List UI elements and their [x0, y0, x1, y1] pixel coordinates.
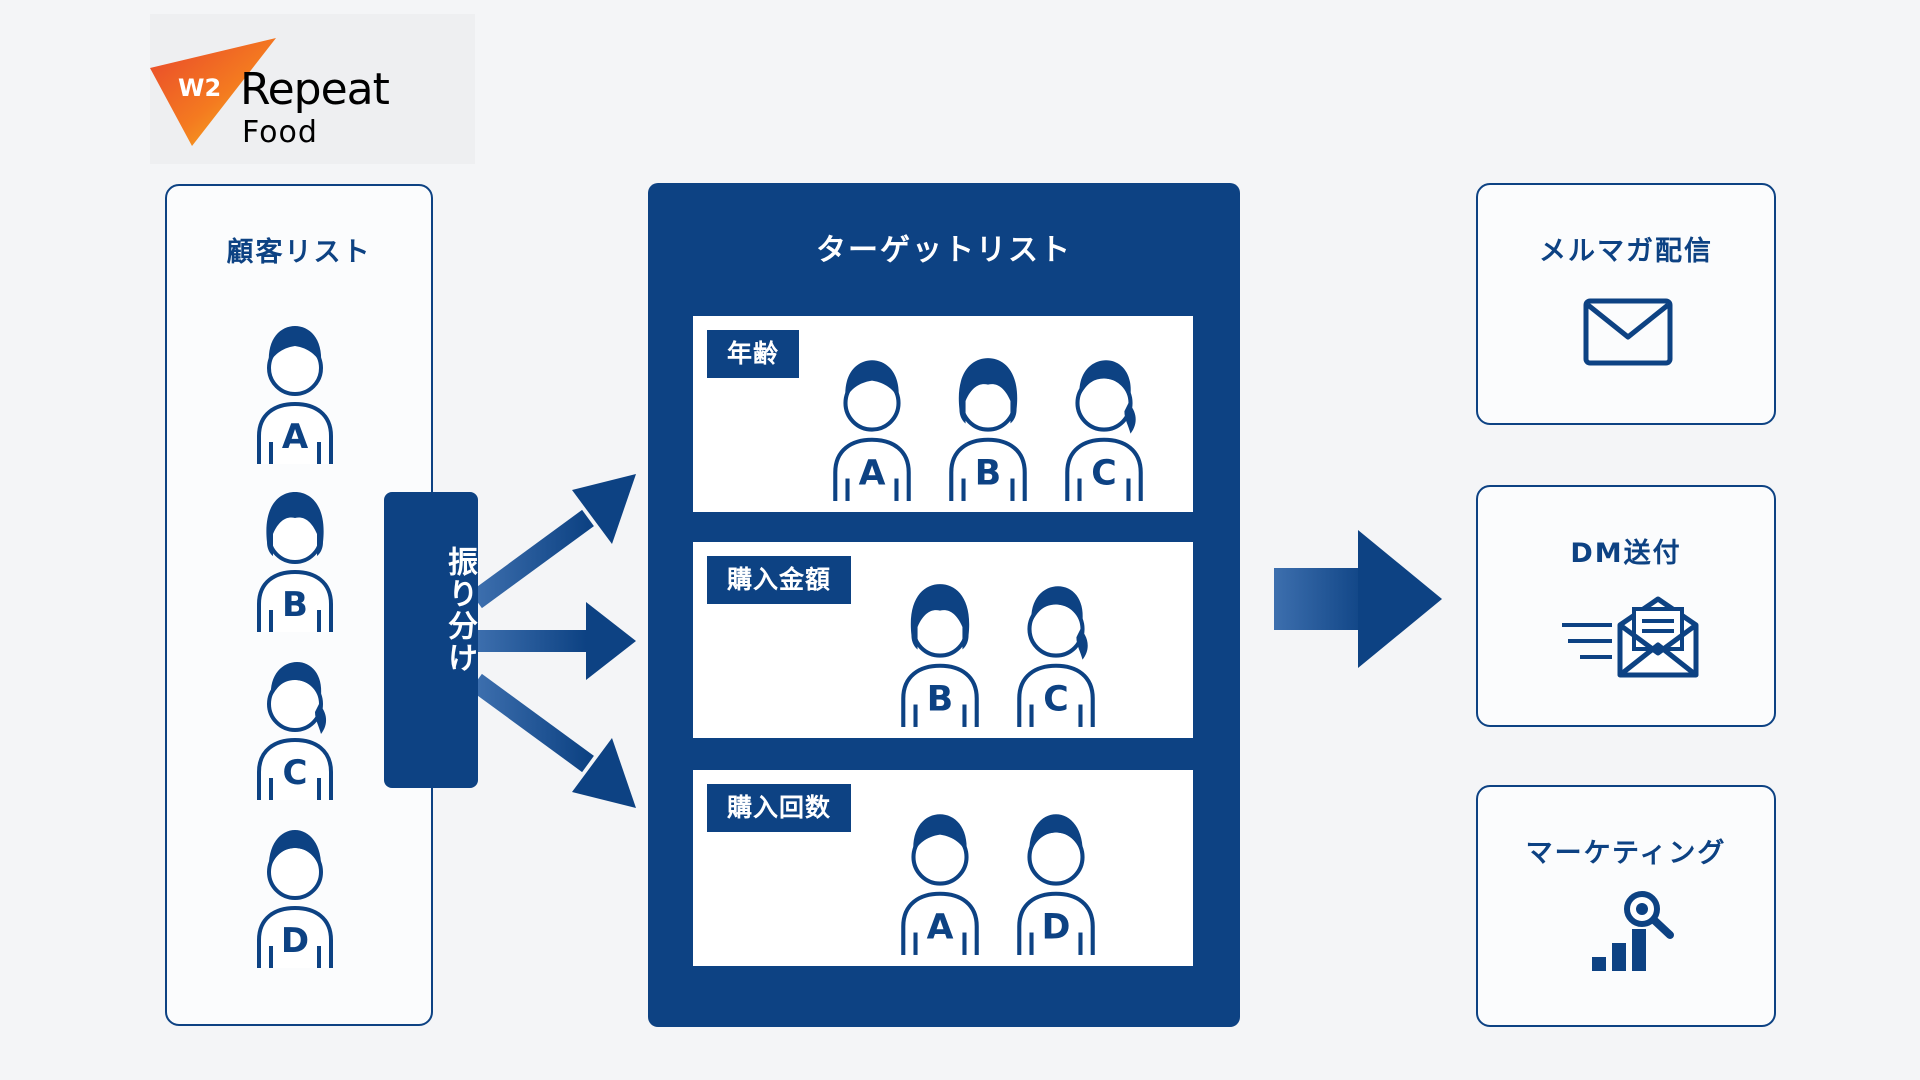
customer-letter: C: [1043, 680, 1068, 720]
segment-purchase-count: 購入回数 A D: [693, 770, 1193, 966]
segment-label: 購入金額: [707, 556, 852, 604]
big-right-arrow-icon: [1274, 530, 1442, 668]
analytics-icon: [1592, 891, 1674, 971]
output-dm: DM送付: [1476, 485, 1776, 727]
customer-letter: B: [927, 680, 953, 720]
segment-purchase-amount: 購入金額 B C: [693, 542, 1193, 738]
output-title: DM送付: [1570, 538, 1682, 569]
customer-letter: C: [283, 753, 308, 793]
output-mail-magazine: メルマガ配信: [1476, 183, 1776, 425]
sort-label: 振り分け: [442, 546, 477, 674]
customer-b-icon: B: [245, 484, 345, 634]
logo-name: Repeat: [240, 64, 390, 115]
output-marketing: マーケティング: [1476, 785, 1776, 1027]
customer-a-icon: A: [821, 350, 923, 503]
sort-arrows: [470, 474, 636, 808]
customer-c-icon: C: [1053, 350, 1155, 503]
customer-list-panel: 顧客リスト A B C D: [165, 184, 433, 1026]
customer-b-icon: B: [937, 350, 1039, 503]
logo-sub: Food: [242, 115, 318, 150]
target-list-panel: ターゲットリスト 年齢 A B C 購入金額 B C 購入回数 A D: [648, 183, 1240, 1027]
customer-a-icon: A: [245, 316, 345, 466]
segment-age: 年齢 A B C: [693, 316, 1193, 512]
customer-letter: B: [282, 585, 308, 625]
segment-label: 年齢: [707, 330, 800, 378]
sort-box: 振り分け: [384, 492, 478, 788]
customer-letter: D: [1042, 908, 1071, 948]
customer-c-icon: C: [1005, 576, 1107, 729]
brand-logo: W2 Repeat Food: [150, 38, 391, 150]
logo-badge: W2: [178, 74, 221, 102]
customer-letter: A: [282, 417, 309, 457]
customer-letter: A: [859, 454, 886, 494]
customer-d-icon: D: [245, 820, 345, 970]
arrow-down-right-icon: [470, 673, 636, 808]
target-list-title: ターゲットリスト: [816, 233, 1072, 268]
customer-letter: C: [1091, 454, 1116, 494]
customer-letter: D: [281, 921, 309, 961]
customer-b-icon: B: [889, 576, 991, 729]
customer-a-icon: A: [889, 804, 991, 957]
arrow-right-icon: [476, 602, 636, 680]
segment-label: 購入回数: [707, 784, 852, 832]
dm-letter-icon: [1562, 596, 1699, 678]
customer-list-title: 顧客リスト: [226, 237, 372, 268]
envelope-icon: [1583, 298, 1673, 366]
logo-triangle-icon: [150, 38, 276, 146]
output-title: メルマガ配信: [1539, 236, 1713, 267]
output-title: マーケティング: [1525, 838, 1727, 869]
customer-letter: B: [975, 454, 1001, 494]
customer-letter: A: [927, 908, 954, 948]
arrow-up-right-icon: [470, 474, 636, 609]
customer-c-icon: C: [245, 652, 345, 802]
customer-d-icon: D: [1005, 804, 1107, 957]
